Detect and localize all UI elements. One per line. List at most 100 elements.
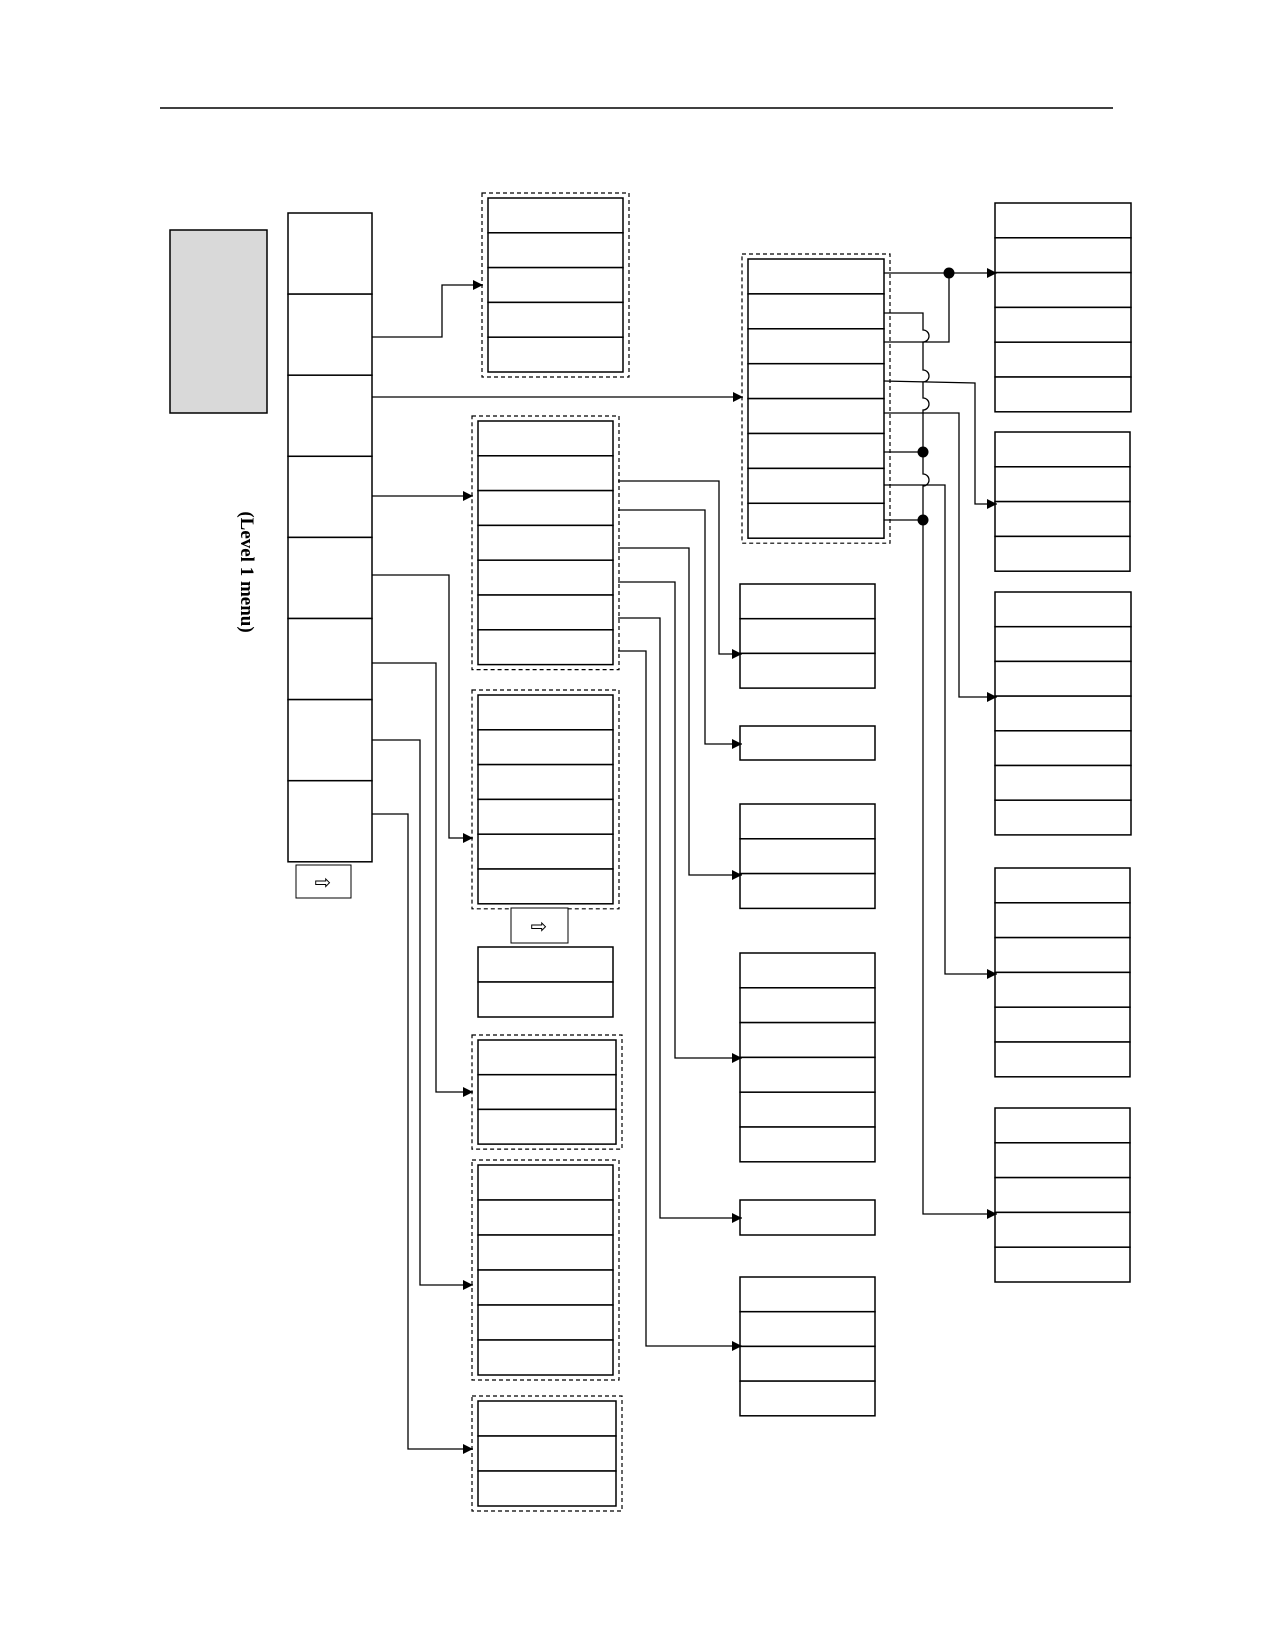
- menu-item-cell[interactable]: [287, 698, 373, 782]
- menu-item-cell[interactable]: [739, 617, 876, 655]
- menu-item-cell[interactable]: [739, 952, 876, 989]
- menu-item-cell[interactable]: [287, 779, 373, 863]
- connector-arrow: [618, 617, 742, 1223]
- menu-item-cell[interactable]: [739, 652, 876, 689]
- menu-item-cell[interactable]: [477, 629, 614, 666]
- menu-item-cell[interactable]: [994, 535, 1131, 572]
- menu-item-cell[interactable]: [287, 617, 373, 701]
- menu-item-cell[interactable]: [487, 336, 624, 373]
- menu-item-cell[interactable]: [487, 197, 624, 234]
- menu-item-cell[interactable]: [994, 660, 1132, 697]
- menu-item-cell[interactable]: [739, 803, 876, 840]
- menu-item-cell[interactable]: [994, 1211, 1131, 1248]
- menu-item-cell[interactable]: [994, 625, 1132, 663]
- menu-item-cell[interactable]: [994, 431, 1131, 468]
- menu-item-cell[interactable]: [994, 1006, 1131, 1043]
- menu-item-cell[interactable]: [994, 867, 1131, 904]
- next-page-button-level2[interactable]: ⇨: [510, 907, 569, 944]
- menu-item-cell[interactable]: [477, 946, 614, 983]
- menu-item-cell[interactable]: [994, 1041, 1131, 1078]
- menu-item-cell[interactable]: [477, 833, 614, 870]
- level4-e: [994, 1107, 1131, 1283]
- menu-item-cell[interactable]: [477, 868, 614, 905]
- menu-item-cell[interactable]: [477, 1339, 614, 1376]
- menu-item-cell[interactable]: [739, 1021, 876, 1059]
- menu-item-cell[interactable]: [994, 376, 1132, 413]
- menu-item-cell[interactable]: [994, 591, 1132, 628]
- menu-item-cell[interactable]: [477, 1304, 614, 1341]
- menu-item-cell[interactable]: [477, 763, 614, 801]
- menu-item-cell[interactable]: [994, 695, 1132, 732]
- menu-item-cell[interactable]: [747, 258, 885, 295]
- menu-item-cell[interactable]: [994, 500, 1131, 538]
- menu-item-cell[interactable]: [287, 374, 373, 458]
- menu-item-cell[interactable]: [994, 466, 1131, 503]
- menu-item-cell[interactable]: [477, 729, 614, 766]
- screen-placeholder: [169, 229, 268, 414]
- menu-item-cell[interactable]: [739, 1126, 876, 1163]
- menu-item-cell[interactable]: [747, 328, 885, 365]
- menu-item-cell[interactable]: [477, 694, 614, 731]
- menu-item-cell[interactable]: [739, 838, 876, 875]
- menu-item-cell[interactable]: [994, 237, 1132, 274]
- menu-item-cell[interactable]: [477, 524, 614, 561]
- menu-item-cell[interactable]: [994, 764, 1132, 801]
- menu-item-cell[interactable]: [994, 799, 1132, 836]
- menu-item-cell[interactable]: [477, 1400, 617, 1437]
- menu-item-cell[interactable]: [287, 536, 373, 620]
- menu-item-cell[interactable]: [477, 489, 614, 527]
- menu-item-cell[interactable]: [739, 1056, 876, 1093]
- menu-item-cell[interactable]: [994, 971, 1131, 1008]
- menu-item-cell[interactable]: [994, 730, 1132, 767]
- menu-item-cell[interactable]: [994, 1176, 1131, 1214]
- menu-item-cell[interactable]: [477, 455, 614, 492]
- menu-item-cell[interactable]: [994, 936, 1131, 974]
- menu-item-cell[interactable]: [487, 266, 624, 304]
- menu-item-cell[interactable]: [739, 1310, 876, 1348]
- menu-item-cell[interactable]: [477, 1199, 614, 1236]
- menu-item-cell[interactable]: [739, 725, 876, 761]
- menu-item-cell[interactable]: [994, 271, 1132, 309]
- menu-item-cell[interactable]: [477, 981, 614, 1018]
- menu-item-cell[interactable]: [477, 1470, 617, 1507]
- menu-item-cell[interactable]: [747, 467, 885, 505]
- menu-item-cell[interactable]: [477, 1164, 614, 1201]
- menu-item-cell[interactable]: [287, 293, 373, 376]
- menu-item-cell[interactable]: [747, 397, 885, 435]
- menu-item-cell[interactable]: [739, 1091, 876, 1128]
- menu-item-cell[interactable]: [477, 1039, 617, 1076]
- next-page-button-level1[interactable]: ⇨: [295, 864, 352, 899]
- menu-item-cell[interactable]: [477, 420, 614, 457]
- menu-item-cell[interactable]: [739, 1380, 876, 1417]
- menu-item-cell[interactable]: [477, 594, 614, 631]
- menu-item-cell[interactable]: [747, 362, 885, 400]
- menu-item-cell[interactable]: [287, 212, 373, 295]
- menu-item-cell[interactable]: [477, 1435, 617, 1472]
- menu-item-cell[interactable]: [739, 987, 876, 1024]
- menu-item-cell[interactable]: [287, 455, 373, 539]
- menu-item-cell[interactable]: [994, 202, 1132, 239]
- menu-item-cell[interactable]: [739, 1199, 876, 1236]
- menu-item-cell[interactable]: [487, 301, 624, 338]
- menu-item-cell[interactable]: [994, 1142, 1131, 1179]
- menu-item-cell[interactable]: [994, 902, 1131, 939]
- menu-item-cell[interactable]: [739, 872, 876, 910]
- menu-item-cell[interactable]: [739, 1276, 876, 1313]
- menu-item-cell[interactable]: [487, 232, 624, 269]
- menu-item-cell[interactable]: [994, 306, 1132, 343]
- menu-item-cell[interactable]: [747, 432, 885, 470]
- menu-item-cell[interactable]: [477, 1234, 614, 1271]
- menu-item-cell[interactable]: [739, 1345, 876, 1382]
- menu-item-cell[interactable]: [994, 341, 1132, 378]
- menu-item-cell[interactable]: [477, 1269, 614, 1306]
- menu-item-cell[interactable]: [477, 798, 614, 835]
- menu-item-cell[interactable]: [477, 1108, 617, 1145]
- menu-item-cell[interactable]: [747, 293, 885, 330]
- menu-item-cell[interactable]: [477, 1073, 617, 1111]
- menu-item-cell[interactable]: [739, 583, 876, 620]
- menu-item-cell[interactable]: [994, 1107, 1131, 1144]
- menu-item-cell[interactable]: [747, 502, 885, 539]
- menu-item-cell[interactable]: [994, 1246, 1131, 1283]
- menu-item-cell[interactable]: [477, 559, 614, 596]
- level-1-menu-label: (Level 1 menu): [236, 511, 257, 633]
